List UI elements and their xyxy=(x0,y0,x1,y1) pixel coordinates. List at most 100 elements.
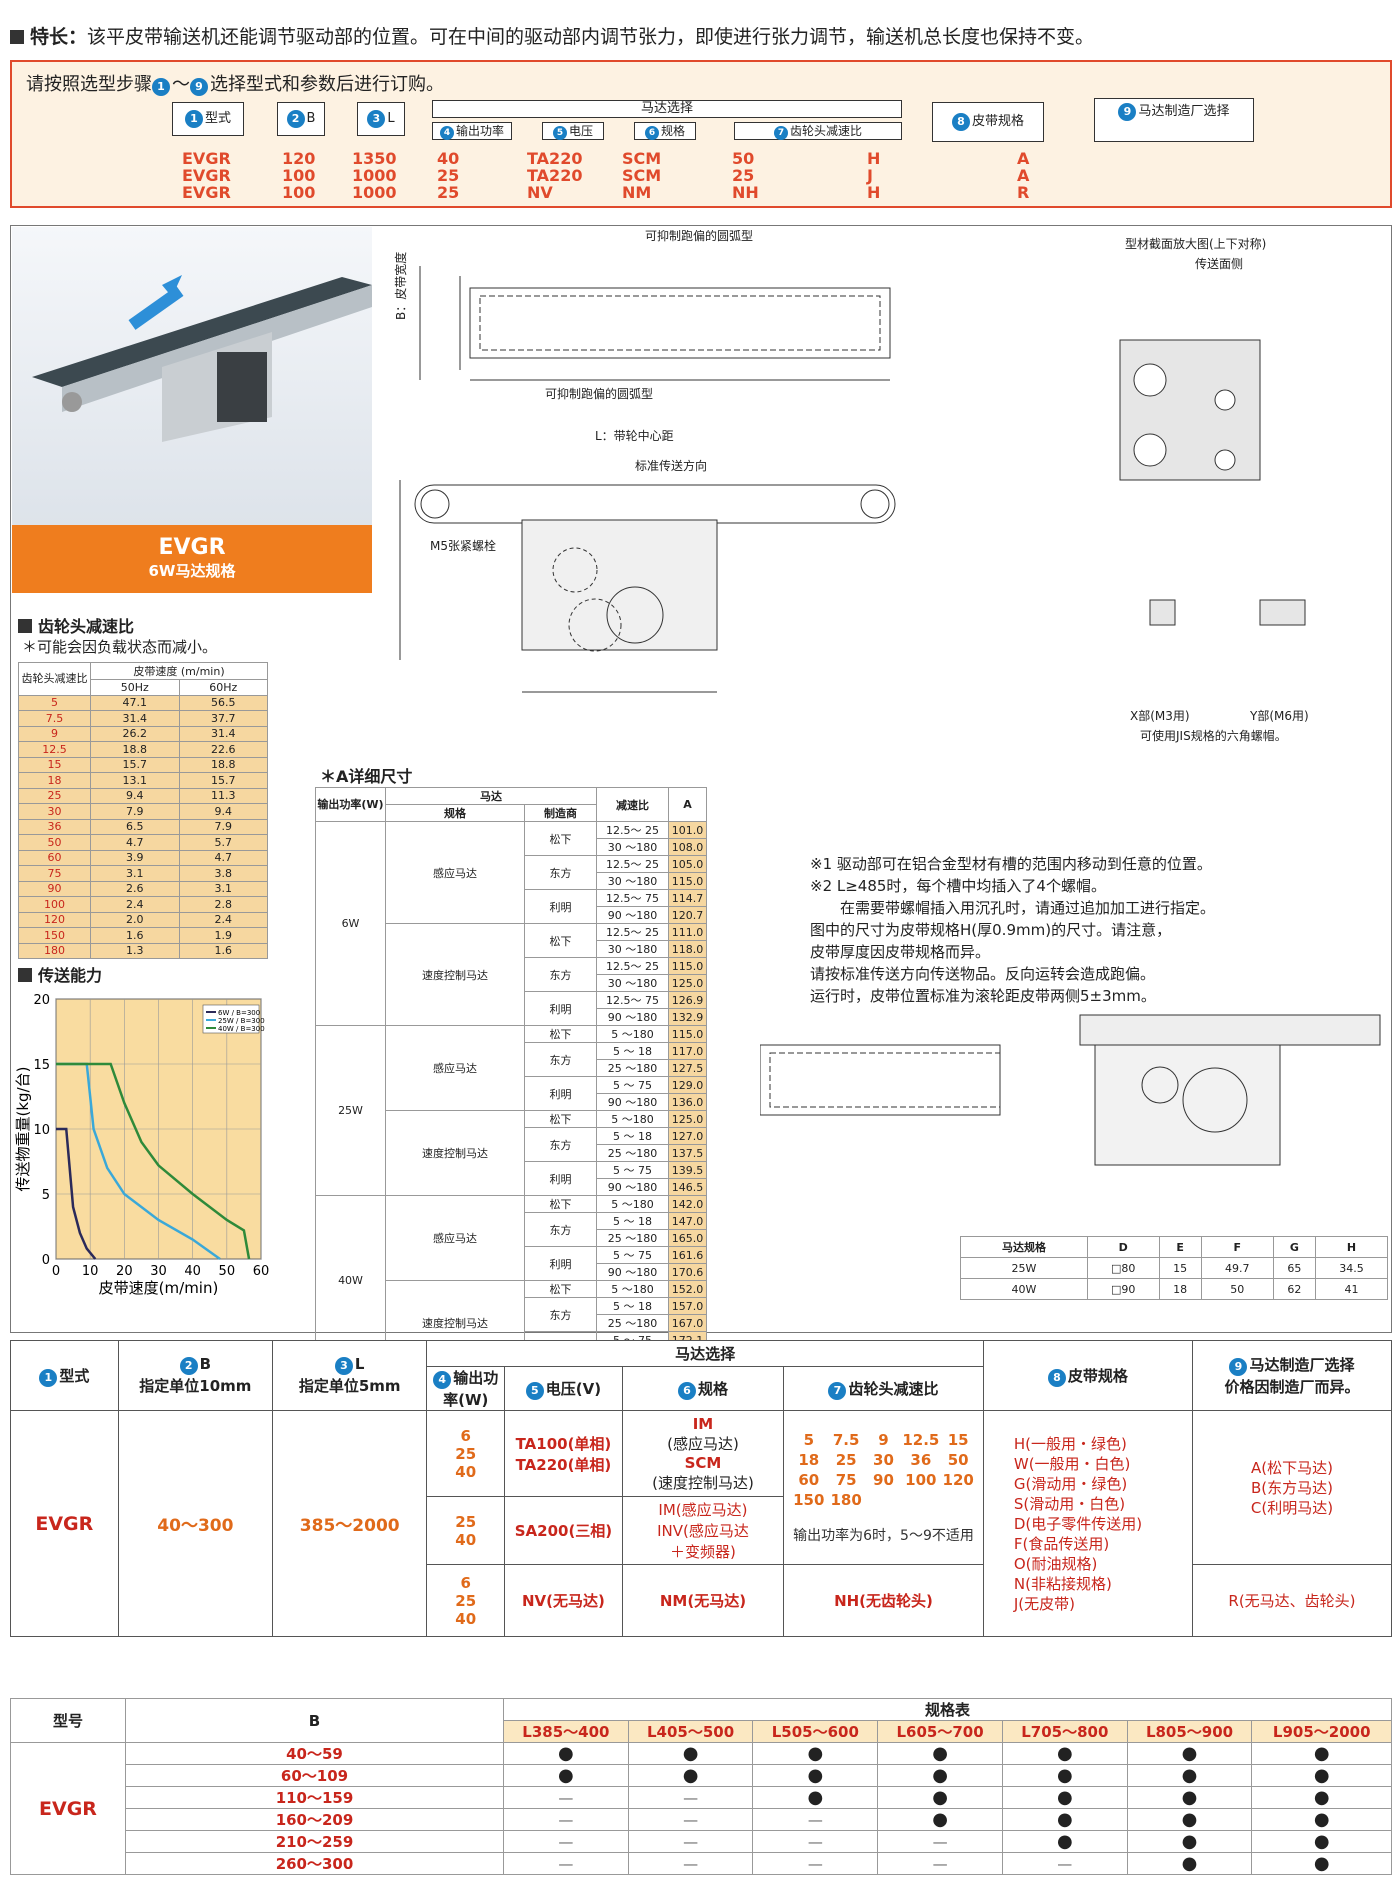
a-ratio: 30 ～180 xyxy=(596,974,669,992)
conveyor-drawing: 可抑制跑偏的圆弧型 可抑制跑偏的圆弧型 L：带轮中心距 标准传送方向 M5张紧螺… xyxy=(393,230,896,693)
a-ratio: 5 ～ 18 xyxy=(596,1127,669,1145)
x-tick-label: 60 xyxy=(253,1264,270,1279)
spec-mark: ● xyxy=(1001,1764,1128,1787)
a-ratio: 30 ～180 xyxy=(596,838,669,856)
spec-mark: — xyxy=(503,1830,629,1853)
dim-cell: 65 xyxy=(1272,1257,1317,1279)
spec-mark: ● xyxy=(877,1786,1003,1809)
gear-cell: 60 xyxy=(18,849,91,866)
note-line: ※1 驱动部可在铝合金型材有槽的范围内移动到任意的位置。 xyxy=(810,855,1212,873)
a-value: 152.0 xyxy=(668,1280,707,1298)
gear-cell: 9 xyxy=(18,725,91,742)
spec-b: 60～109 xyxy=(125,1764,504,1787)
spec-mark: — xyxy=(752,1830,879,1853)
gear-cell: 22.6 xyxy=(178,741,268,758)
gear-option: 18 xyxy=(798,1450,820,1469)
spec-mark: — xyxy=(1001,1852,1128,1875)
a-ratio: 25 ～180 xyxy=(596,1144,669,1162)
order-example-cell: 25 xyxy=(437,183,460,202)
spec-option: ＋变频器) xyxy=(670,1543,736,1561)
gear-cell: 150 xyxy=(18,927,91,944)
spec-row: 110～159——●●●●● xyxy=(11,1786,1392,1809)
a-maker: 利明 xyxy=(524,1076,597,1111)
a-ratio: 5 ～ 75 xyxy=(596,1246,669,1264)
gear-option: 15 xyxy=(947,1430,969,1449)
a-ratio: 12.5～ 25 xyxy=(596,923,669,941)
a-ratio: 5 ～180 xyxy=(596,1025,669,1043)
order-example-cell: A xyxy=(1017,149,1030,168)
gear-cell: 50 xyxy=(18,834,91,851)
x-axis-label: 皮带速度(m/min) xyxy=(99,1279,219,1297)
section-sub: 传送面侧 xyxy=(1195,256,1243,271)
spec-mark: ● xyxy=(1251,1830,1392,1853)
dim-cell: 49.7 xyxy=(1200,1257,1274,1279)
belt-option: N(非粘接规格) xyxy=(1013,1574,1112,1593)
a-value: 147.0 xyxy=(668,1212,707,1230)
a-value: 125.0 xyxy=(668,974,707,992)
a-value: 165.0 xyxy=(668,1229,707,1247)
gear-cell: 15.7 xyxy=(178,772,268,789)
gear-cell: 1.6 xyxy=(90,927,180,944)
spec-col-header: L705～800 xyxy=(1001,1720,1128,1743)
notes: ※1 驱动部可在铝合金型材有槽的范围内移动到任意的位置。※2 L≥485时，每个… xyxy=(810,853,1215,1007)
spec-mark: — xyxy=(503,1808,629,1831)
dim-header: 马达规格 xyxy=(960,1236,1088,1258)
order-example-cell: A xyxy=(1017,166,1030,185)
belt-option: H(一般用・绿色) xyxy=(1013,1434,1127,1453)
gear-cell: 7.9 xyxy=(90,803,180,820)
tension-label: M5张紧螺栓 xyxy=(430,538,496,553)
x-part: X部(M3用) xyxy=(1130,708,1190,723)
spec-col-header: L605～700 xyxy=(877,1720,1003,1743)
order-example-cell: SCM xyxy=(622,149,662,168)
power-option: 40 xyxy=(455,1609,477,1628)
power-option: 25 xyxy=(455,1591,477,1610)
a-value: 142.0 xyxy=(668,1195,707,1213)
spec-row: 160～209———●●●● xyxy=(11,1808,1392,1831)
spec-mark: ● xyxy=(1001,1830,1128,1853)
a-ratio: 12.5～ 25 xyxy=(596,821,669,839)
a-ratio: 12.5～ 75 xyxy=(596,889,669,907)
gear-option: 12.5 xyxy=(902,1430,940,1449)
spec-mark: — xyxy=(627,1786,754,1809)
dim-header: H xyxy=(1315,1236,1388,1258)
y-tick-label: 20 xyxy=(33,993,50,1008)
gear-cell: 12.5 xyxy=(18,741,91,758)
a-ratio: 90 ～180 xyxy=(596,906,669,924)
a-ratio: 90 ～180 xyxy=(596,1263,669,1281)
dim-cell: 41 xyxy=(1315,1278,1388,1300)
a-value: 170.6 xyxy=(668,1263,707,1281)
a-value: 108.0 xyxy=(668,838,707,856)
spec-b: 160～209 xyxy=(125,1808,504,1831)
a-ratio: 25 ～180 xyxy=(596,1314,669,1332)
a-ratio: 5 ～ 75 xyxy=(596,1076,669,1094)
product-photo xyxy=(12,227,372,525)
order-example-cell: 25 xyxy=(732,166,755,185)
spec-mark: ● xyxy=(1251,1742,1392,1765)
a-spec: 感应马达 xyxy=(385,821,525,924)
spec-mark: ● xyxy=(627,1742,754,1765)
a-value: 129.0 xyxy=(668,1076,707,1094)
feature-text: 该平皮带输送机还能调节驱动部的位置。可在中间的驱动部内调节张力，即使进行张力调节… xyxy=(87,26,1095,48)
gear-cell: 31.4 xyxy=(90,710,180,727)
spec-mark: ● xyxy=(1126,1764,1253,1787)
dim-cell: 62 xyxy=(1272,1278,1317,1300)
spec-mark: ● xyxy=(1001,1742,1128,1765)
gear-cell: 2.8 xyxy=(178,896,268,913)
gear-cell: 18.8 xyxy=(90,741,180,758)
